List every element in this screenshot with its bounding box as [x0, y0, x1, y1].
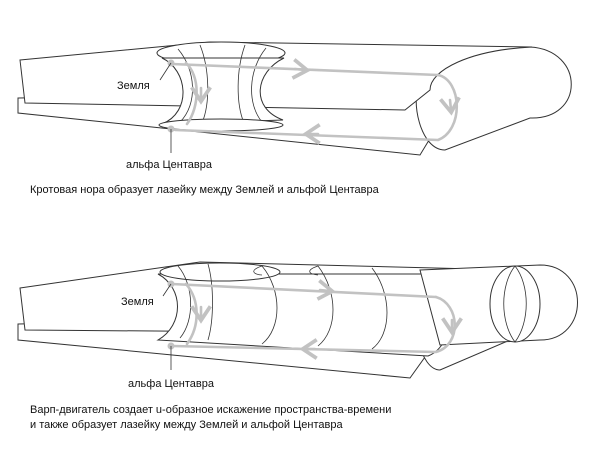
warp-tube-seam — [503, 265, 527, 343]
long-path-arrow-1 — [291, 58, 311, 80]
earth-leader-2 — [162, 283, 172, 297]
warp-drive-diagram: Земля альфа Центавра — [17, 261, 578, 390]
warp-arrow-1 — [316, 279, 336, 301]
caption-warp-line-2: и также образует лазейку между Землей и … — [30, 419, 343, 431]
caption-warp-line-1: Варп-двигатель создает u-образное искаже… — [30, 404, 392, 416]
earth-label: Земля — [117, 80, 150, 92]
warp-rings — [177, 263, 388, 350]
long-path-arrow-2 — [439, 96, 461, 116]
wormhole-diagram: Земля альфа Центавра — [17, 41, 572, 171]
warp-mouth-top — [159, 262, 281, 282]
warp-path-outgoing — [170, 282, 438, 299]
earth-label-2: Земля — [121, 296, 154, 308]
warp-tube-end — [489, 265, 541, 343]
alpha-label-2: альфа Центавра — [128, 378, 215, 390]
alpha-label: альфа Центавра — [126, 159, 213, 171]
top-sheet — [19, 41, 533, 111]
earth-leader — [159, 62, 172, 81]
caption-wormhole: Кротовая нора образует лазейку между Зем… — [30, 184, 379, 196]
